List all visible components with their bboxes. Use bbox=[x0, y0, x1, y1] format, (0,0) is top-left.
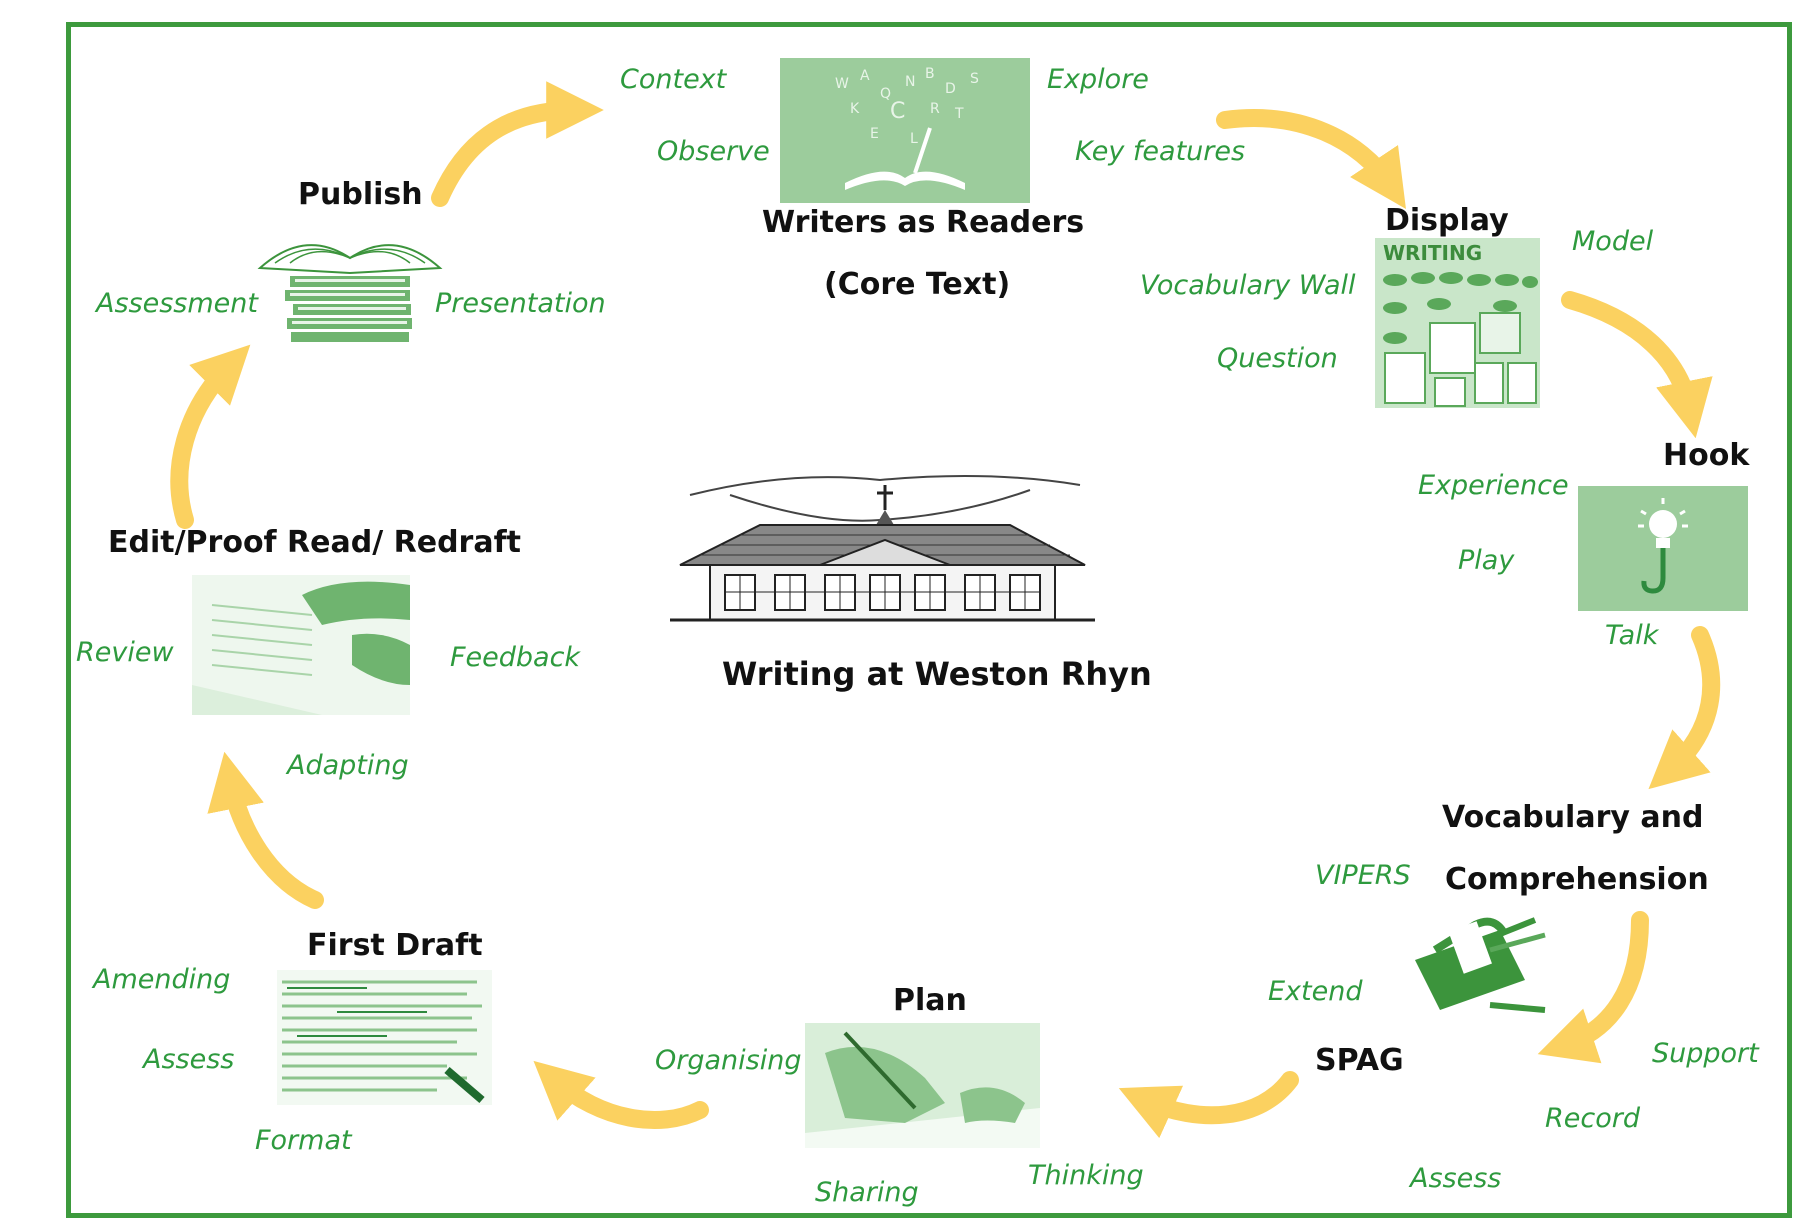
stage-publish-title: Publish bbox=[298, 177, 423, 212]
cycle-arrow-icon bbox=[431, 81, 604, 207]
keyword: Extend bbox=[1268, 976, 1363, 1007]
toolbox-icon bbox=[1415, 917, 1546, 1013]
stage-hook-title: Hook bbox=[1663, 438, 1750, 473]
svg-text:L: L bbox=[910, 131, 918, 147]
writing-hand-icon bbox=[805, 1023, 1040, 1148]
keyword: Adapting bbox=[287, 750, 409, 781]
keyword: Feedback bbox=[450, 642, 581, 673]
keyword: Thinking bbox=[1028, 1160, 1144, 1191]
keyword: Model bbox=[1572, 226, 1654, 257]
writing-display-board-icon: WRITING bbox=[1375, 238, 1540, 408]
svg-text:S: S bbox=[970, 71, 979, 87]
stage-first-draft-title: First Draft bbox=[307, 928, 483, 963]
keyword: Sharing bbox=[815, 1177, 919, 1208]
keyword: Question bbox=[1217, 343, 1338, 374]
keyword: Format bbox=[255, 1125, 352, 1156]
lightbulb-hook-icon bbox=[1578, 486, 1748, 611]
svg-text:N: N bbox=[905, 74, 915, 90]
stage-display-title: Display bbox=[1385, 203, 1509, 238]
stage-vocabulary-subtitle: Comprehension bbox=[1445, 862, 1709, 897]
draft-document-icon bbox=[277, 970, 492, 1105]
diagram-frame bbox=[66, 22, 1792, 1218]
stage-writers-as-readers-subtitle: (Core Text) bbox=[824, 267, 1011, 302]
keyword: Amending bbox=[93, 964, 231, 995]
keyword: Assessment bbox=[96, 288, 258, 319]
cycle-arrow-icon bbox=[170, 344, 251, 529]
svg-text:Q: Q bbox=[880, 86, 891, 102]
keyword: Assess bbox=[1410, 1163, 1502, 1194]
keyword: Key features bbox=[1075, 136, 1246, 167]
keyword: Vocabulary Wall bbox=[1140, 270, 1356, 301]
school-building-icon bbox=[670, 475, 1095, 622]
keyword: Presentation bbox=[435, 288, 606, 319]
svg-text:B: B bbox=[925, 66, 935, 82]
svg-text:E: E bbox=[870, 126, 879, 142]
svg-text:C: C bbox=[890, 99, 905, 124]
svg-text:K: K bbox=[850, 101, 860, 117]
keyword: Context bbox=[620, 64, 727, 95]
keyword: Assess bbox=[143, 1044, 235, 1075]
keyword: Organising bbox=[655, 1045, 802, 1076]
svg-text:W: W bbox=[835, 76, 849, 92]
stage-plan-title: Plan bbox=[893, 983, 967, 1018]
book-stack-icon bbox=[257, 244, 443, 342]
keyword: Talk bbox=[1605, 620, 1659, 651]
cycle-arrow-icon bbox=[1118, 1071, 1299, 1139]
keyword: Support bbox=[1652, 1038, 1759, 1069]
cycle-arrow-icon bbox=[1561, 291, 1713, 439]
stage-spag-title: SPAG bbox=[1315, 1043, 1404, 1078]
cycle-arrow-icon bbox=[533, 1060, 709, 1129]
cycle-arrow-icon bbox=[1216, 109, 1406, 209]
svg-text:R: R bbox=[930, 101, 940, 117]
stage-writers-as-readers-title: Writers as Readers bbox=[762, 205, 1085, 240]
stage-vocabulary-title: Vocabulary and bbox=[1442, 800, 1704, 835]
svg-text:A: A bbox=[860, 68, 870, 84]
cycle-arrow-icon bbox=[207, 751, 324, 909]
svg-text:WRITING: WRITING bbox=[1383, 241, 1482, 265]
school-title: Writing at Weston Rhyn bbox=[722, 655, 1152, 693]
svg-text:D: D bbox=[945, 81, 956, 97]
keyword: Play bbox=[1458, 545, 1515, 576]
svg-text:T: T bbox=[954, 106, 964, 122]
proofreading-hands-icon bbox=[192, 575, 410, 715]
keyword: Record bbox=[1545, 1103, 1640, 1134]
keyword: Explore bbox=[1047, 64, 1149, 95]
stage-edit-title: Edit/Proof Read/ Redraft bbox=[108, 525, 521, 560]
keyword: Experience bbox=[1418, 470, 1569, 501]
keyword: Review bbox=[76, 637, 174, 668]
cycle-arrow-icon bbox=[1648, 626, 1721, 790]
keyword: Observe bbox=[657, 136, 770, 167]
keyword: VIPERS bbox=[1315, 860, 1411, 891]
cycle-arrow-icon bbox=[1537, 911, 1649, 1064]
